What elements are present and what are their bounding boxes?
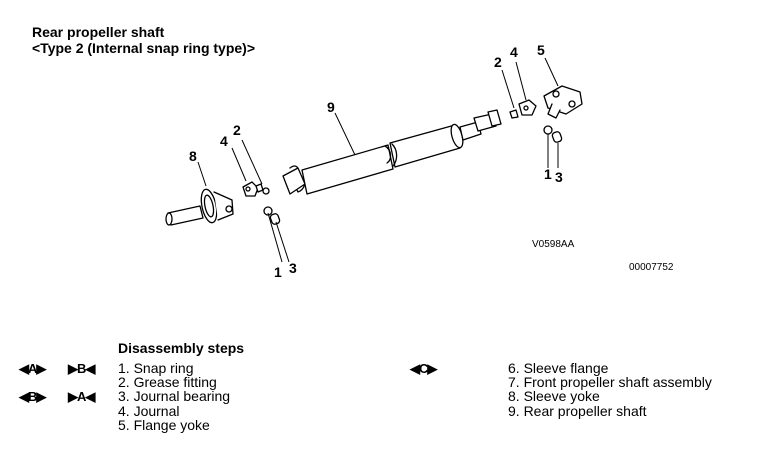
step-item: 5. Flange yoke [118, 417, 210, 433]
propeller-shaft-diagram: 9 8 4 2 1 3 2 4 5 1 3 V0598AA 00007752 [165, 42, 674, 280]
marker-c: ◀C▶ [410, 361, 437, 376]
step-item: 6. Sleeve flange [508, 360, 609, 376]
callout-2-right: 2 [494, 54, 502, 70]
rear-propeller-shaft-part [282, 109, 502, 195]
sleeve-yoke-part [165, 188, 234, 226]
disassembly-steps-heading: Disassembly steps [118, 340, 245, 356]
marker-a: ▶A◀ [68, 389, 95, 404]
step-item: 8. Sleeve yoke [508, 388, 600, 404]
marker-a: ◀A▶ [19, 361, 46, 376]
callout-8: 8 [189, 148, 197, 164]
callout-9: 9 [327, 99, 335, 115]
figure-number: 00007752 [629, 262, 674, 273]
callout-4-left: 4 [220, 133, 228, 149]
step-item: 9. Rear propeller shaft [508, 403, 647, 419]
step-item: 4. Journal [118, 403, 180, 419]
callout-4-right: 4 [510, 44, 518, 60]
step-item: 2. Grease fitting [118, 374, 217, 390]
callout-1-left: 1 [274, 264, 282, 280]
page-title: Rear propeller shaft [32, 24, 165, 40]
page-subtitle: <Type 2 (Internal snap ring type)> [32, 40, 256, 56]
marker-b: ◀B▶ [19, 389, 46, 404]
figure-code: V0598AA [532, 239, 575, 250]
step-item: 3. Journal bearing [118, 388, 231, 404]
callout-3-left: 3 [289, 260, 297, 276]
callout-5: 5 [537, 42, 545, 58]
marker-b: ▶B◀ [68, 361, 95, 376]
left-journal-part [242, 181, 281, 225]
step-item: 1. Snap ring [118, 360, 194, 376]
callout-3-right: 3 [555, 169, 563, 185]
flange-yoke-part [543, 85, 583, 119]
callout-2-left: 2 [233, 122, 241, 138]
step-item: 7. Front propeller shaft assembly [508, 374, 712, 390]
callout-1-right: 1 [544, 166, 552, 182]
